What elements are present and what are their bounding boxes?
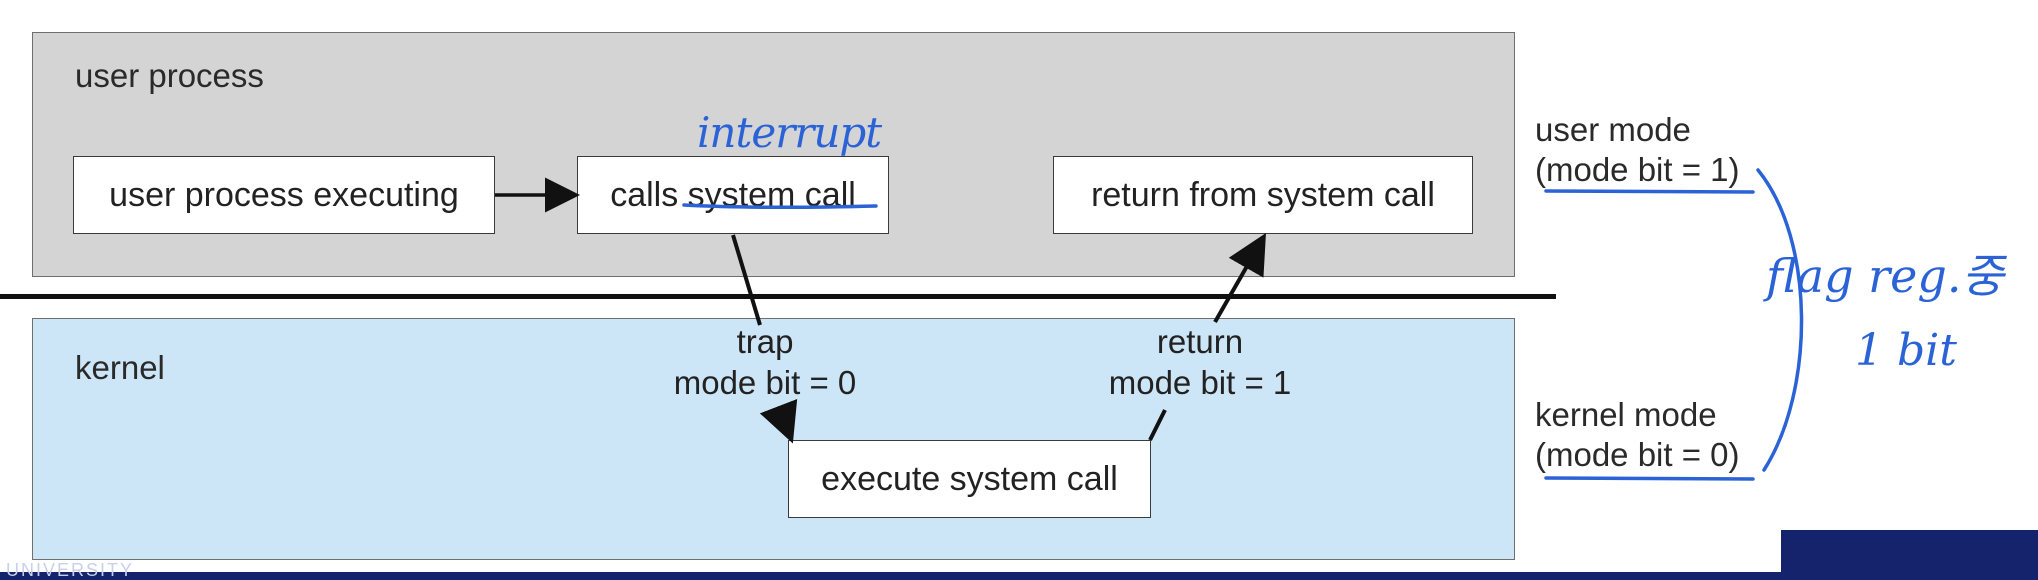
user-mode-text: user mode (1535, 111, 1691, 148)
return-from-system-call-box: return from system call (1053, 156, 1473, 234)
return-mode-bit-text: mode bit = 1 (1108, 364, 1292, 401)
trap-text: trap (736, 323, 794, 360)
calls-system-call-box: calls system call (577, 156, 889, 234)
execute-system-call-text: execute system call (821, 459, 1118, 498)
user-process-executing-box: user process executing (73, 156, 495, 234)
trap-mode-bit-text: mode bit = 0 (673, 364, 857, 401)
mode-divider-line (0, 294, 1556, 299)
kernel-mode-bit-underline-stroke (1544, 476, 1755, 481)
user-mode-bit-underline-stroke (1544, 189, 1755, 194)
flag-reg-handwritten-note: flag reg.중 (1766, 249, 2004, 303)
return-from-system-call-text: return from system call (1091, 175, 1435, 214)
kernel-mode-text: kernel mode (1535, 396, 1717, 433)
user-process-executing-text: user process executing (109, 175, 459, 214)
kernel-label: kernel (75, 349, 165, 386)
footer-university-text: UNIVERSITY (6, 560, 135, 580)
system-call-text: system call (687, 175, 856, 214)
return-transition-label: return mode bit = 1 (1065, 321, 1335, 403)
footer-corner-block (1781, 530, 2038, 580)
user-process-panel: user process (32, 32, 1515, 277)
footer-bar (0, 572, 2038, 580)
user-mode-bit-text: (mode bit = 1) (1535, 151, 1740, 188)
calls-prefix-text: calls (610, 175, 688, 214)
mode-bracket-stroke (1756, 168, 1804, 472)
kernel-mode-label: kernel mode (mode bit = 0) (1535, 395, 1740, 475)
return-text: return (1156, 323, 1244, 360)
one-bit-handwritten-note: 1 bit (1855, 325, 1957, 376)
user-process-label: user process (75, 57, 264, 94)
trap-transition-label: trap mode bit = 0 (630, 321, 900, 403)
execute-system-call-box: execute system call (788, 440, 1151, 518)
user-mode-label: user mode (mode bit = 1) (1535, 110, 1740, 190)
interrupt-handwritten-note: interrupt (697, 108, 882, 157)
kernel-mode-bit-text: (mode bit = 0) (1535, 436, 1740, 473)
